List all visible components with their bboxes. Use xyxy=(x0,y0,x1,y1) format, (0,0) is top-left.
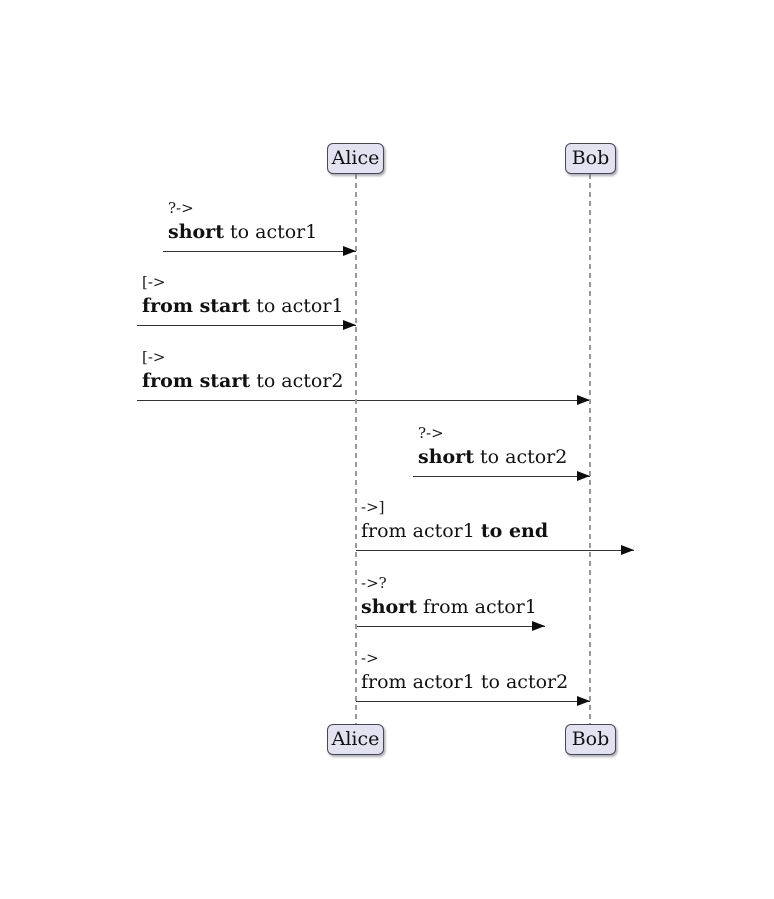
message-arrow-line xyxy=(356,545,634,555)
message-from-actor1-to-end: ->] from actor1 to end xyxy=(356,497,634,555)
message-short-from-actor1: ->? short from actor1 xyxy=(356,573,545,631)
message-text-label: from actor1 to actor2 xyxy=(361,671,569,693)
message-text-label: short from actor1 xyxy=(361,596,537,618)
arrowhead-icon xyxy=(343,320,356,330)
message-arrow-line xyxy=(356,621,545,631)
actor-box-bob-bottom: Bob xyxy=(565,724,616,755)
message-short-to-actor1: ?-> short to actor1 xyxy=(163,198,356,256)
message-code-label: ->? xyxy=(361,574,387,592)
actor-name-label: Alice xyxy=(331,728,380,750)
message-text-label: from start to actor2 xyxy=(142,370,344,392)
message-from-start-to-actor2: [-> from start to actor2 xyxy=(137,347,590,405)
actor-name-label: Alice xyxy=(331,147,380,169)
actor-name-label: Bob xyxy=(571,728,610,750)
message-code-label: [-> xyxy=(142,273,166,291)
message-arrow-line xyxy=(163,246,356,256)
message-code-label: [-> xyxy=(142,348,166,366)
message-arrow-line xyxy=(137,395,590,405)
message-code-label: -> xyxy=(361,649,379,667)
actor-box-alice-top: Alice xyxy=(327,143,384,174)
arrowhead-icon xyxy=(577,471,590,481)
message-text-label: from actor1 to end xyxy=(361,520,549,542)
arrowhead-icon xyxy=(577,696,590,706)
lifeline-alice xyxy=(355,174,357,724)
arrowhead-icon xyxy=(577,395,590,405)
actor-box-bob-top: Bob xyxy=(565,143,616,174)
message-from-start-to-actor1: [-> from start to actor1 xyxy=(137,272,356,330)
arrowhead-icon xyxy=(532,621,545,631)
message-text-label: short to actor1 xyxy=(168,221,318,243)
message-text-label: short to actor2 xyxy=(418,446,568,468)
message-from-actor1-to-actor2: -> from actor1 to actor2 xyxy=(356,648,590,706)
actor-box-alice-bottom: Alice xyxy=(327,724,384,755)
message-code-label: ?-> xyxy=(418,424,444,442)
arrowhead-icon xyxy=(343,246,356,256)
message-code-label: ->] xyxy=(361,498,385,516)
message-short-to-actor2: ?-> short to actor2 xyxy=(413,423,590,481)
actor-name-label: Bob xyxy=(571,147,610,169)
arrowhead-icon xyxy=(621,545,634,555)
message-arrow-line xyxy=(137,320,356,330)
message-code-label: ?-> xyxy=(168,199,194,217)
message-text-label: from start to actor1 xyxy=(142,295,344,317)
message-arrow-line xyxy=(413,471,590,481)
message-arrow-line xyxy=(356,696,590,706)
lifeline-bob xyxy=(589,174,591,724)
